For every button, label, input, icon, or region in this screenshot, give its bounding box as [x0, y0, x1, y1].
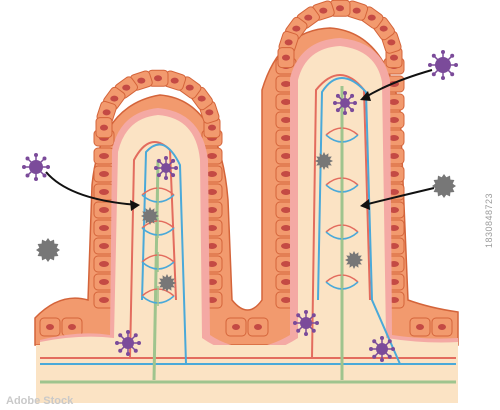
epithelial-cell: [147, 69, 169, 87]
virus-purple-icon: [22, 153, 50, 181]
arrowheads: [130, 91, 371, 211]
epithelial-cell: [93, 183, 115, 201]
epithelial-cell: [329, 0, 351, 17]
capillary-loop: [325, 272, 359, 292]
arrowhead-icon: [130, 200, 140, 211]
epithelial-cell: [93, 201, 115, 219]
epithelial-cell: [277, 47, 295, 69]
epithelial-cell: [93, 219, 115, 237]
arrow-icon: [363, 187, 435, 206]
capillary-loop: [141, 286, 175, 306]
epithelium-layer: [34, 0, 459, 346]
epithelial-cell: [61, 317, 83, 337]
virus-purple-icon: [154, 156, 178, 180]
virus-gray-icon: [345, 251, 363, 269]
vein-left-villus: [141, 143, 187, 365]
villus-core: [40, 46, 458, 354]
lamina-propria: [40, 38, 458, 354]
virus-purple-icon: [293, 310, 319, 336]
capillary-loops: [141, 125, 359, 306]
virus-gray-icon: [315, 152, 333, 170]
epithelial-cell: [93, 165, 115, 183]
brand-watermark: Adobe Stock: [6, 395, 74, 407]
epithelial-cell: [39, 317, 61, 337]
epithelial-cell: [409, 317, 431, 337]
epithelial-cell: [345, 0, 369, 21]
capillary-loop: [141, 218, 175, 238]
epithelial-cell: [385, 47, 403, 69]
virus-purple-icon: [428, 50, 458, 80]
capillary-loop: [325, 125, 359, 145]
virus-purple-icon: [333, 91, 357, 115]
epithelial-cell: [225, 317, 247, 337]
arrowhead-icon: [360, 199, 370, 210]
epithelial-cell: [247, 317, 269, 337]
pathogens: [22, 50, 458, 362]
epithelial-cell: [431, 317, 453, 337]
capillary-loop: [325, 222, 359, 242]
vein-right-villus: [317, 77, 401, 365]
capillary-loop: [141, 252, 175, 272]
virus-purple-icon: [115, 330, 141, 356]
virus-gray-icon: [432, 174, 456, 198]
capillary-loop: [325, 175, 359, 195]
epithelial-cell: [93, 147, 115, 165]
stock-id-watermark: 1830848723: [484, 192, 494, 248]
epithelial-cell: [95, 117, 113, 139]
virus-purple-icon: [369, 336, 395, 362]
arrow-icon: [45, 171, 139, 206]
virus-gray-icon: [158, 274, 176, 292]
capillary-loop: [141, 185, 175, 205]
virus-gray-icon: [36, 238, 60, 262]
arrowhead-icon: [360, 91, 371, 101]
virus-gray-icon: [141, 207, 159, 225]
